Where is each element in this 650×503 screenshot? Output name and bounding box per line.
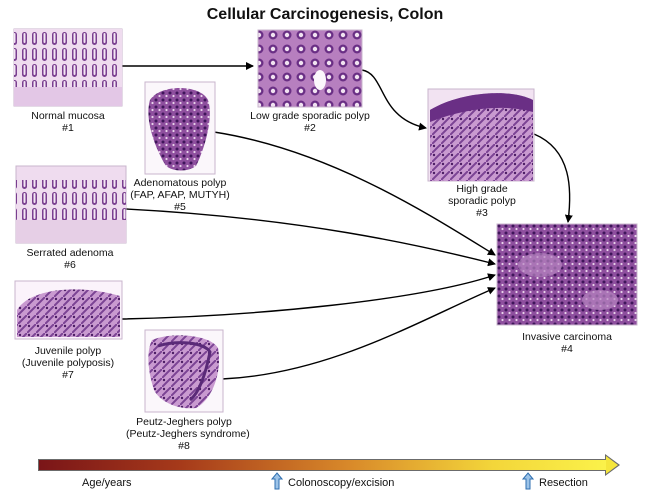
- caption-line: Juvenile polyp: [34, 345, 102, 357]
- caption-line: (Peutz-Jeghers syndrome): [126, 428, 250, 440]
- arrow-5-to-4: [213, 131, 496, 256]
- caption-number: #8: [178, 440, 190, 452]
- arrow-2-to-3: [361, 69, 427, 131]
- histology-image-adenomatous-polyp: [144, 81, 216, 175]
- caption-normal-mucosa: Normal mucosa #1: [10, 110, 126, 134]
- caption-number: #1: [62, 122, 74, 134]
- caption-line: Invasive carcinoma: [522, 331, 612, 343]
- timeline-arrowhead: [606, 456, 618, 474]
- histology-image-juvenile-polyp: [14, 280, 123, 340]
- caption-line: sporadic polyp: [448, 195, 516, 207]
- caption-number: #7: [62, 369, 74, 381]
- caption-juvenile-polyp: Juvenile polyp (Juvenile polyposis) #7: [10, 345, 126, 381]
- caption-number: #6: [64, 259, 76, 271]
- caption-line: Serrated adenoma: [26, 247, 114, 259]
- caption-line: Peutz-Jeghers polyp: [136, 416, 232, 428]
- caption-line: High grade: [456, 183, 508, 195]
- histology-image-normal-mucosa: [13, 28, 123, 107]
- histology-image-high-grade-polyp: [427, 88, 535, 182]
- caption-line: Low grade sporadic polyp: [250, 110, 370, 122]
- caption-peutz-jeghers-polyp: Peutz-Jeghers polyp (Peutz-Jeghers syndr…: [126, 416, 250, 452]
- caption-number: #5: [174, 201, 186, 213]
- caption-invasive-carcinoma: Invasive carcinoma #4: [505, 331, 629, 355]
- arrow-7-to-4: [121, 273, 496, 320]
- histology-image-low-grade-polyp: [257, 29, 363, 108]
- caption-line: Normal mucosa: [31, 110, 105, 122]
- caption-serrated-adenoma: Serrated adenoma #6: [14, 247, 126, 271]
- caption-line: (FAP, AFAP, MUTYH): [130, 189, 230, 201]
- arrow-6-to-4: [125, 208, 496, 267]
- caption-line: (Juvenile polyposis): [21, 357, 115, 369]
- diagram-title: Cellular Carcinogenesis, Colon: [206, 6, 444, 23]
- histology-image-peutz-jeghers-polyp: [144, 329, 224, 413]
- histology-image-invasive-carcinoma: [496, 223, 638, 326]
- up-arrow-icon: [522, 472, 534, 490]
- arrow-3-to-4: [533, 133, 573, 223]
- caption-high-grade-polyp: High grade sporadic polyp #3: [430, 183, 534, 219]
- caption-number: #3: [476, 207, 488, 219]
- timeline-label-colonoscopy: Colonoscopy/excision: [288, 477, 395, 489]
- caption-low-grade-polyp: Low grade sporadic polyp #2: [240, 110, 380, 134]
- timeline-label-resection: Resection: [539, 477, 588, 489]
- caption-number: #4: [561, 343, 573, 355]
- arrow-8-to-4: [221, 287, 496, 380]
- caption-line: Adenomatous polyp: [133, 177, 227, 189]
- timeline-label-age: Age/years: [82, 477, 132, 489]
- caption-adenomatous-polyp: Adenomatous polyp (FAP, AFAP, MUTYH) #5: [128, 177, 232, 213]
- histology-image-serrated-adenoma: [15, 165, 127, 244]
- up-arrow-icon: [271, 472, 283, 490]
- caption-number: #2: [304, 122, 316, 134]
- age-timeline-bar: [38, 459, 608, 471]
